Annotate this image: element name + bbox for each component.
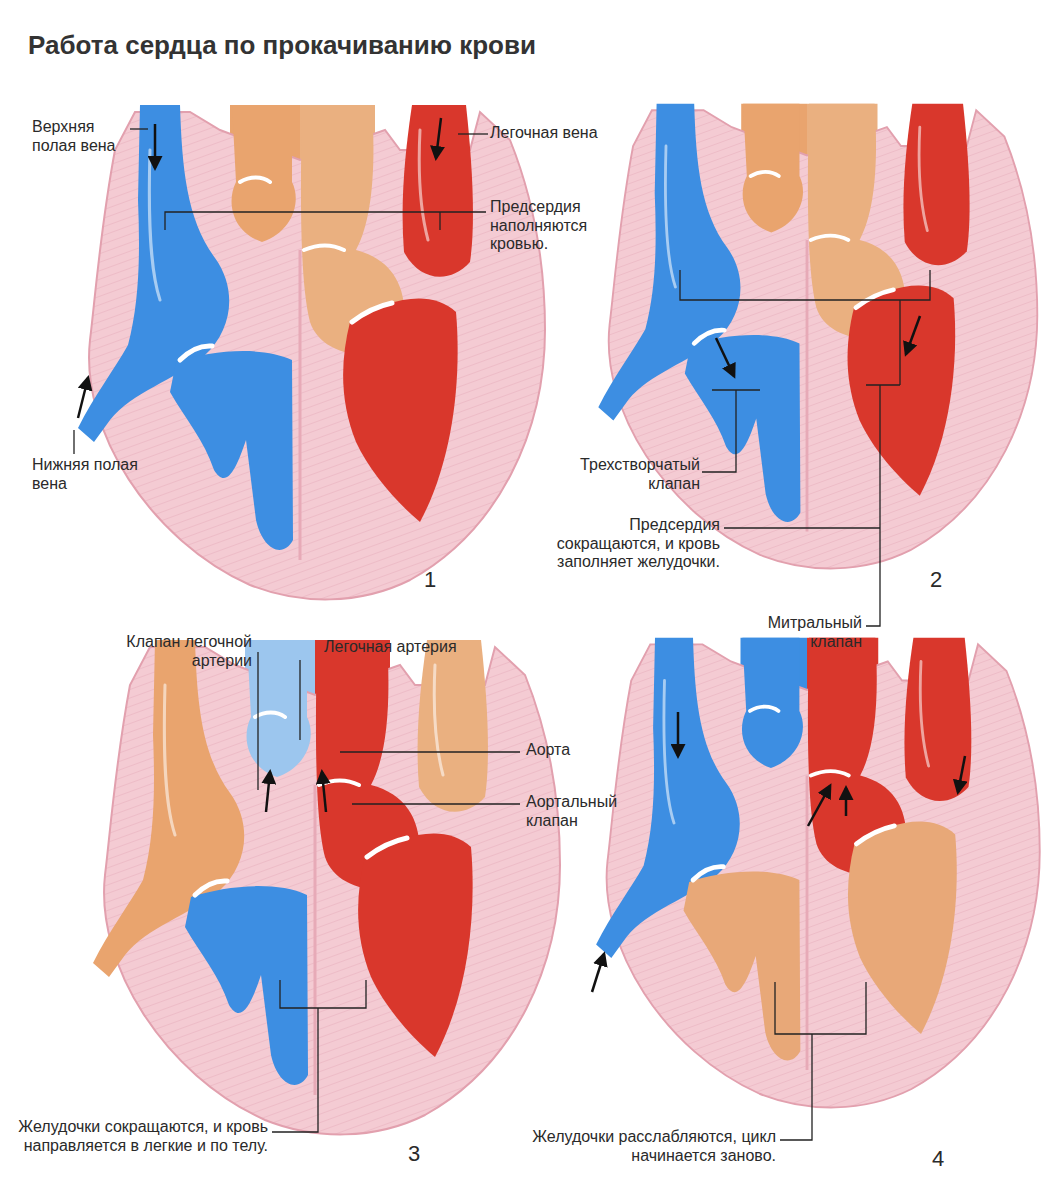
title: Работа сердца по прокачиванию крови	[28, 30, 536, 61]
annotation: Предсердия наполняются кровью.	[490, 198, 635, 254]
flow-arrows	[78, 118, 965, 992]
heart-panel-1	[78, 105, 545, 599]
valve-label: Трехстворчатый клапан	[560, 456, 700, 493]
callout-number: 1	[424, 567, 448, 593]
annotation: Желудочки сокращаются, и кровь направляе…	[4, 1118, 268, 1155]
vessel-label: Аорта	[526, 741, 606, 760]
valve-label: Аортальный клапан	[526, 793, 646, 830]
annotation: Желудочки расслабляются, цикл начинается…	[470, 1128, 776, 1165]
annotation: Предсердия сокращаются, и кровь заполняе…	[548, 516, 720, 572]
heart-panel-4	[596, 638, 1040, 1108]
callout-number: 2	[930, 567, 954, 593]
heart-panel-3	[93, 640, 560, 1134]
heart-panel-2	[598, 104, 1037, 569]
callout-number: 4	[932, 1146, 956, 1172]
valve-label: Митральный клапан	[718, 614, 862, 651]
vessel-label: Легочная вена	[490, 124, 610, 143]
vessel-label: Нижняя полая вена	[32, 456, 162, 493]
vessel-label: Легочная артерия	[324, 638, 524, 657]
vessel-label: Верхняя полая вена	[32, 118, 128, 155]
callout-number: 3	[408, 1141, 432, 1167]
valve-label: Клапан легочной артерии	[62, 633, 252, 670]
